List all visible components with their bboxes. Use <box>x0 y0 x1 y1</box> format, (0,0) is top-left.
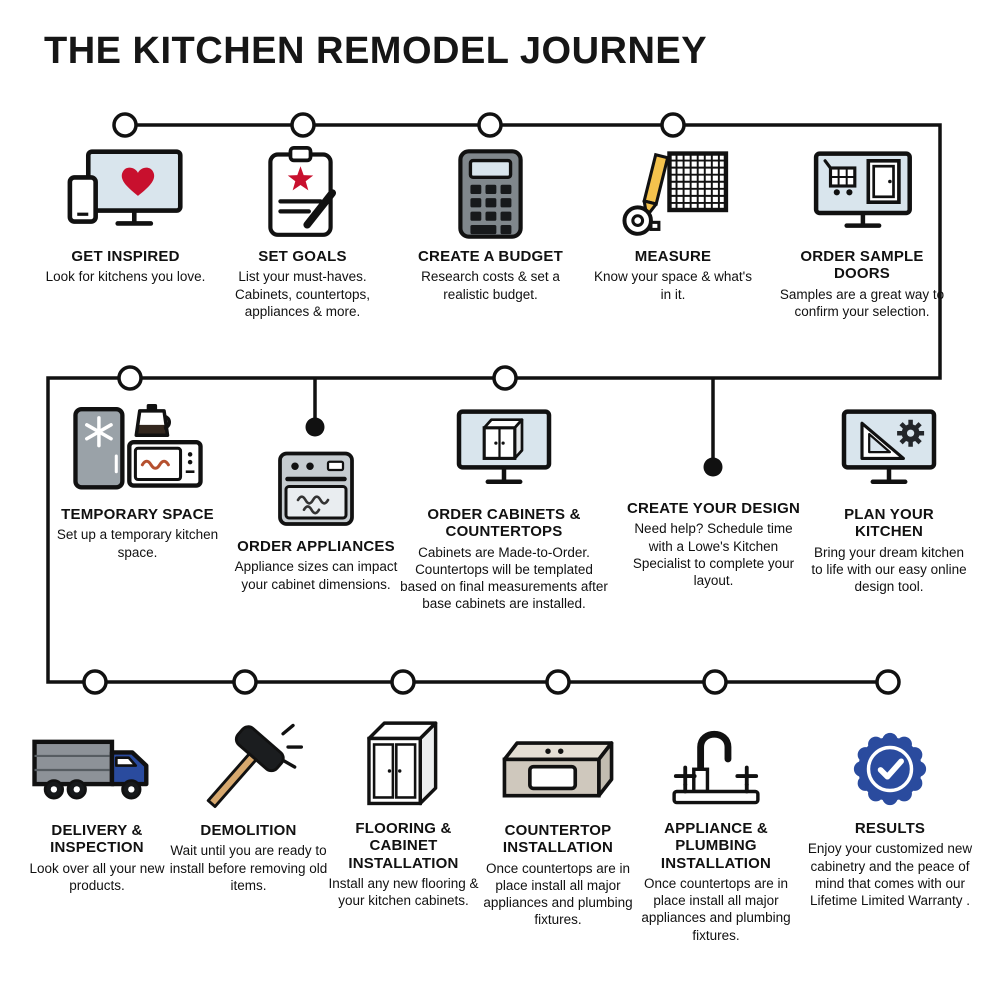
step-desc: Know your space & what's in it. <box>594 269 752 302</box>
step-desc: Look over all your new products. <box>29 860 165 893</box>
step-order-cabinets-countertops: ORDER CABINETS & COUNTERTOPS Cabinets ar… <box>398 408 610 612</box>
step-desc: Enjoy your customized new cabinetry and … <box>807 841 973 908</box>
sledgehammer-icon <box>206 723 303 808</box>
oven-icon <box>278 451 354 526</box>
step-desc: Set up a temporary kitchen space. <box>56 527 219 560</box>
step-title: APPLIANCE & PLUMBING INSTALLATION <box>660 820 772 872</box>
monitor-ruler-gear-icon <box>841 409 937 485</box>
step-title: FLOORING & CABINET INSTALLATION <box>348 820 459 872</box>
step-delivery-inspection: DELIVERY & INSPECTION Look over all your… <box>18 722 176 894</box>
countertop-sink-icon <box>502 741 614 798</box>
step-desc: Appliance sizes can impact your cabinet … <box>234 559 398 592</box>
step-icon-box <box>847 722 933 812</box>
monitor-heart-icon <box>67 149 183 226</box>
step-title: CREATE A BUDGET <box>418 248 563 265</box>
step-icon-box <box>357 716 451 812</box>
step-order-appliances: ORDER APPLIANCES Appliance sizes can imp… <box>232 446 400 593</box>
measuring-tools-icon <box>622 151 729 236</box>
step-demolition: DEMOLITION Wait until you are ready to i… <box>166 716 331 894</box>
step-temporary-space: TEMPORARY SPACE Set up a temporary kitch… <box>50 402 225 561</box>
step-title: RESULTS <box>854 820 926 837</box>
step-desc: Cabinets are Made-to-Order. Countertops … <box>400 544 608 612</box>
step-desc: Once countertops are in place install al… <box>641 876 791 943</box>
step-icon-box <box>834 404 944 498</box>
step-create-a-budget: CREATE A BUDGET Research costs & set a r… <box>398 148 583 303</box>
step-icon-box <box>499 722 617 814</box>
step-desc: Bring your dream kitchen to life with ou… <box>811 544 967 595</box>
step-icon-box <box>452 148 529 240</box>
step-measure: MEASURE Know your space & what's in it. <box>588 148 758 303</box>
calculator-icon <box>458 149 523 239</box>
step-icon-box <box>195 716 303 814</box>
step-icon-box <box>613 148 733 240</box>
monitor-cabinet-icon <box>456 409 552 485</box>
step-title: ORDER CABINETS & COUNTERTOPS <box>427 506 581 541</box>
infographic-title: THE KITCHEN REMODEL JOURNEY <box>44 30 708 72</box>
step-title: TEMPORARY SPACE <box>61 506 214 523</box>
monitor-cart-door-icon <box>813 151 912 228</box>
step-title: CREATE YOUR DESIGN <box>626 500 801 517</box>
delivery-truck-icon <box>32 739 149 800</box>
step-icon-box <box>669 714 763 812</box>
step-title: ORDER APPLIANCES <box>237 538 395 555</box>
badge-check-icon <box>853 732 927 806</box>
step-icon-box <box>803 150 921 240</box>
step-desc: Wait until you are ready to install befo… <box>169 843 328 893</box>
step-title: SET GOALS <box>258 248 347 265</box>
fridge-microwave-icon <box>72 403 203 490</box>
journey-node-dots <box>305 417 723 477</box>
step-icon-box <box>274 446 358 530</box>
step-flooring-cabinet-installation: FLOORING & CABINET INSTALLATION Install … <box>326 716 481 909</box>
step-icon-box <box>72 402 204 498</box>
step-plan-your-kitchen: PLAN YOUR KITCHEN Bring your dream kitch… <box>808 404 970 595</box>
cabinet-icon <box>366 721 437 806</box>
step-title: COUNTERTOP INSTALLATION <box>502 822 614 857</box>
step-icon-box <box>30 722 164 814</box>
step-get-inspired: GET INSPIRED Look for kitchens you love. <box>38 148 213 286</box>
step-desc: Need help? Schedule time with a Lowe's K… <box>632 521 795 588</box>
step-countertop-installation: COUNTERTOP INSTALLATION Once countertops… <box>477 722 639 928</box>
faucet-icon <box>672 730 760 805</box>
step-desc: Samples are a great way to confirm your … <box>779 286 945 319</box>
gear-icon <box>897 419 925 447</box>
step-icon-box <box>257 145 349 240</box>
step-icon-box <box>449 408 559 498</box>
step-desc: Research costs & set a realistic budget. <box>421 269 560 302</box>
step-results: RESULTS Enjoy your customized new cabine… <box>806 722 974 909</box>
step-title: DEMOLITION <box>200 822 297 839</box>
clipboard-star-icon <box>267 145 336 237</box>
step-create-your-design: CREATE YOUR DESIGN Need help? Schedule t… <box>626 500 801 589</box>
step-title: DELIVERY & INSPECTION <box>50 822 144 857</box>
step-desc: Install any new flooring & your kitchen … <box>328 876 479 909</box>
step-desc: List your must-haves. Cabinets, countert… <box>234 269 371 319</box>
step-title: ORDER SAMPLE DOORS <box>800 248 924 283</box>
step-set-goals: SET GOALS List your must-haves. Cabinets… <box>210 145 395 320</box>
step-appliance-plumbing-installation: APPLIANCE & PLUMBING INSTALLATION Once c… <box>632 714 800 944</box>
step-title: GET INSPIRED <box>71 248 180 265</box>
step-desc: Once countertops are in place install al… <box>483 860 633 928</box>
journey-node-circles <box>82 112 901 695</box>
step-icon-box <box>65 148 187 240</box>
step-order-sample-doors: ORDER SAMPLE DOORS Samples are a great w… <box>778 150 946 320</box>
step-title: PLAN YOUR KITCHEN <box>844 506 934 541</box>
step-title: MEASURE <box>634 248 712 265</box>
step-desc: Look for kitchens you love. <box>45 269 206 285</box>
